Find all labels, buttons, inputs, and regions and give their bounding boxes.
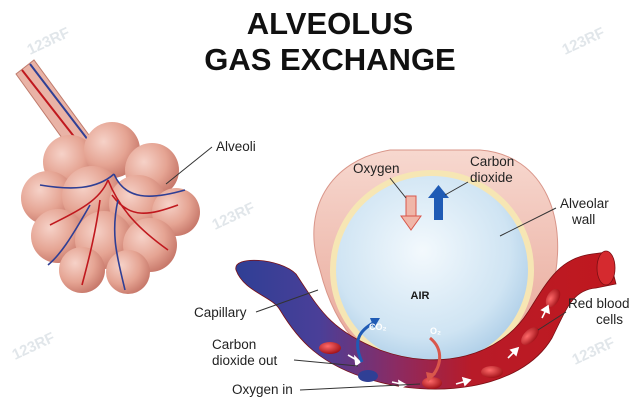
- label-co2-symbol: CO₂: [369, 322, 387, 332]
- watermark: 123RF: [210, 199, 258, 233]
- red-blood-cell: [422, 377, 442, 389]
- title-line-1: ALVEOLUS: [247, 6, 414, 41]
- label-capillary: Capillary: [194, 305, 247, 320]
- red-blood-cell: [319, 342, 341, 354]
- label-oxygen-in: Oxygen in: [232, 382, 293, 397]
- label-co2-out-1: Carbon: [212, 337, 256, 352]
- title-line-2: GAS EXCHANGE: [204, 42, 455, 77]
- watermark: 123RF: [25, 24, 73, 58]
- label-alveolar-wall-2: wall: [571, 212, 595, 227]
- watermark: 123RF: [560, 24, 608, 58]
- label-carbon-dioxide-2: dioxide: [470, 170, 513, 185]
- oxygen-arrow-shaft: [406, 196, 416, 218]
- red-blood-cell: [481, 366, 503, 378]
- co2-arrow-shaft: [434, 196, 443, 220]
- label-carbon-dioxide-1: Carbon: [470, 154, 514, 169]
- capillary-opening: [597, 251, 615, 285]
- label-red-blood-cells-1: Red blood: [568, 296, 630, 311]
- label-red-blood-cells-2: cells: [596, 312, 623, 327]
- watermark: 123RF: [10, 329, 58, 363]
- watermark: 123RF: [570, 334, 618, 368]
- label-alveolar-wall-1: Alveolar: [560, 196, 609, 211]
- alveoli-cluster: [16, 60, 200, 294]
- label-alveoli: Alveoli: [216, 139, 256, 154]
- label-co2-out-2: dioxide out: [212, 353, 278, 368]
- label-oxygen: Oxygen: [353, 161, 400, 176]
- red-blood-cell: [358, 370, 378, 382]
- label-air: AIR: [411, 290, 430, 302]
- label-o2-symbol: O₂: [430, 326, 441, 336]
